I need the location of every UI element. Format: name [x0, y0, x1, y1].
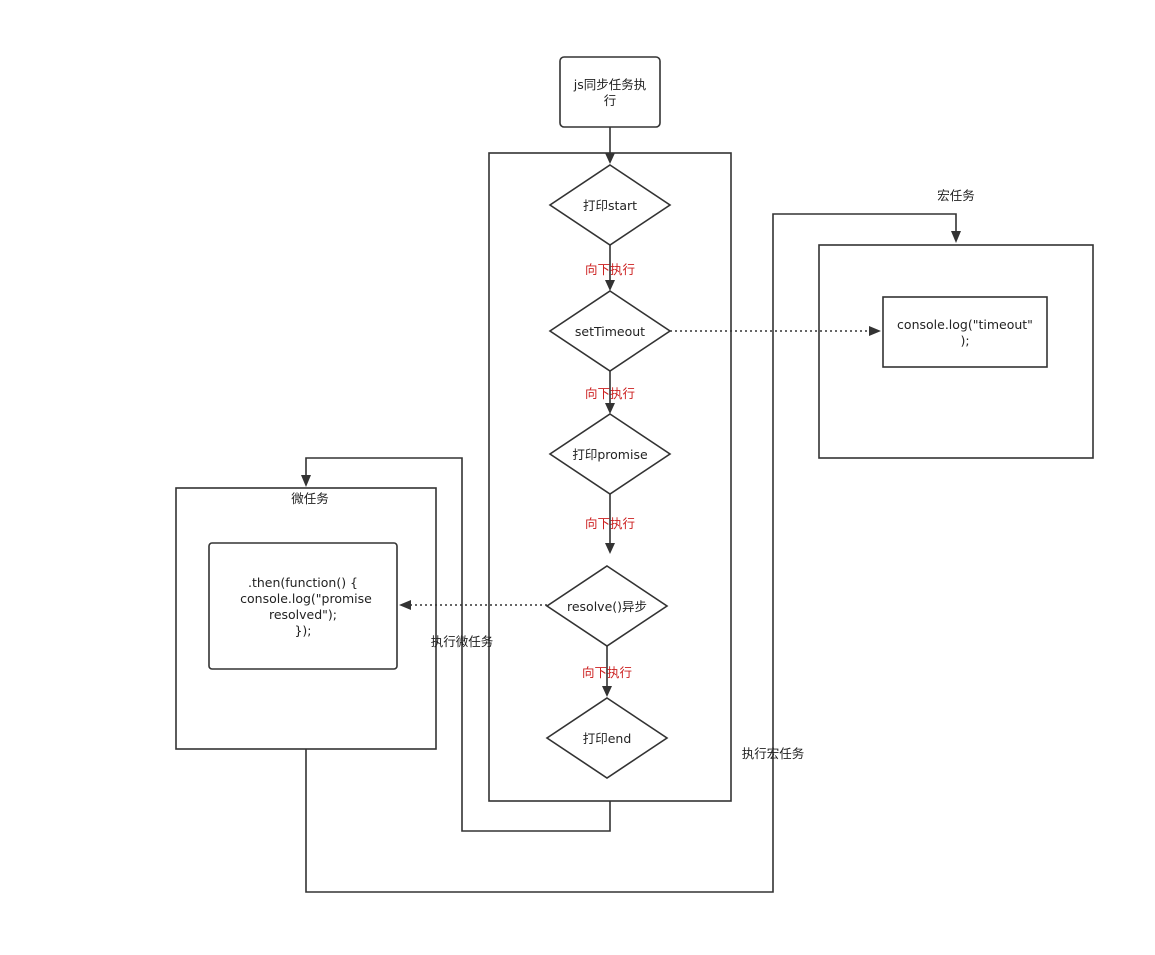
decision-resolve-async-label: resolve()异步 — [567, 599, 647, 614]
loop-edge-micro-to-macro — [305, 213, 957, 893]
edge-label-2: 向下执行 — [585, 386, 635, 401]
timeout-callback-line2: ); — [960, 333, 969, 348]
arrowhead-macro-container — [951, 231, 961, 243]
decision-print-end-label: 打印end — [583, 731, 632, 746]
arrowhead-resolve — [605, 543, 615, 554]
edge-label-3: 向下执行 — [585, 516, 635, 531]
decision-print-end — [545, 697, 669, 779]
loop-edge-sync-to-micro — [305, 457, 611, 832]
then-callback-line1: .then(function() { — [248, 575, 358, 590]
decision-print-start — [548, 164, 672, 246]
arrowhead-timeout — [605, 280, 615, 291]
then-callback-line2: console.log("promise — [240, 591, 372, 606]
arrowhead-micro-callback — [399, 600, 411, 610]
decision-print-promise — [548, 413, 672, 495]
then-callback-line4: }); — [294, 623, 311, 638]
micro-task-title: 微任务 — [291, 491, 329, 506]
then-callback-box — [208, 542, 398, 670]
start-box-label-line1: js同步任务执 — [573, 77, 647, 92]
timeout-callback-box — [882, 296, 1048, 368]
exec-micro-label: 执行微任务 — [431, 634, 494, 649]
arrowhead-promise — [605, 403, 615, 414]
sync-task-start-box — [559, 56, 661, 128]
exec-macro-label: 执行宏任务 — [742, 746, 805, 761]
arrowhead-macro-callback — [869, 326, 881, 336]
arrowhead-container — [605, 153, 615, 164]
start-box-label-line2: 行 — [604, 93, 617, 108]
timeout-callback-line1: console.log("timeout" — [897, 317, 1033, 332]
macro-task-title: 宏任务 — [937, 188, 975, 203]
then-callback-line3: resolved"); — [269, 607, 337, 622]
decision-set-timeout-label: setTimeout — [575, 324, 645, 339]
edge-label-4: 向下执行 — [582, 665, 632, 680]
arrowhead-end — [602, 686, 612, 697]
decision-resolve-async — [545, 565, 669, 647]
decision-print-start-label: 打印start — [583, 198, 637, 213]
arrowhead-micro-container — [301, 475, 311, 487]
decision-set-timeout — [548, 290, 672, 372]
decision-print-promise-label: 打印promise — [572, 447, 648, 462]
edge-label-1: 向下执行 — [585, 262, 635, 277]
